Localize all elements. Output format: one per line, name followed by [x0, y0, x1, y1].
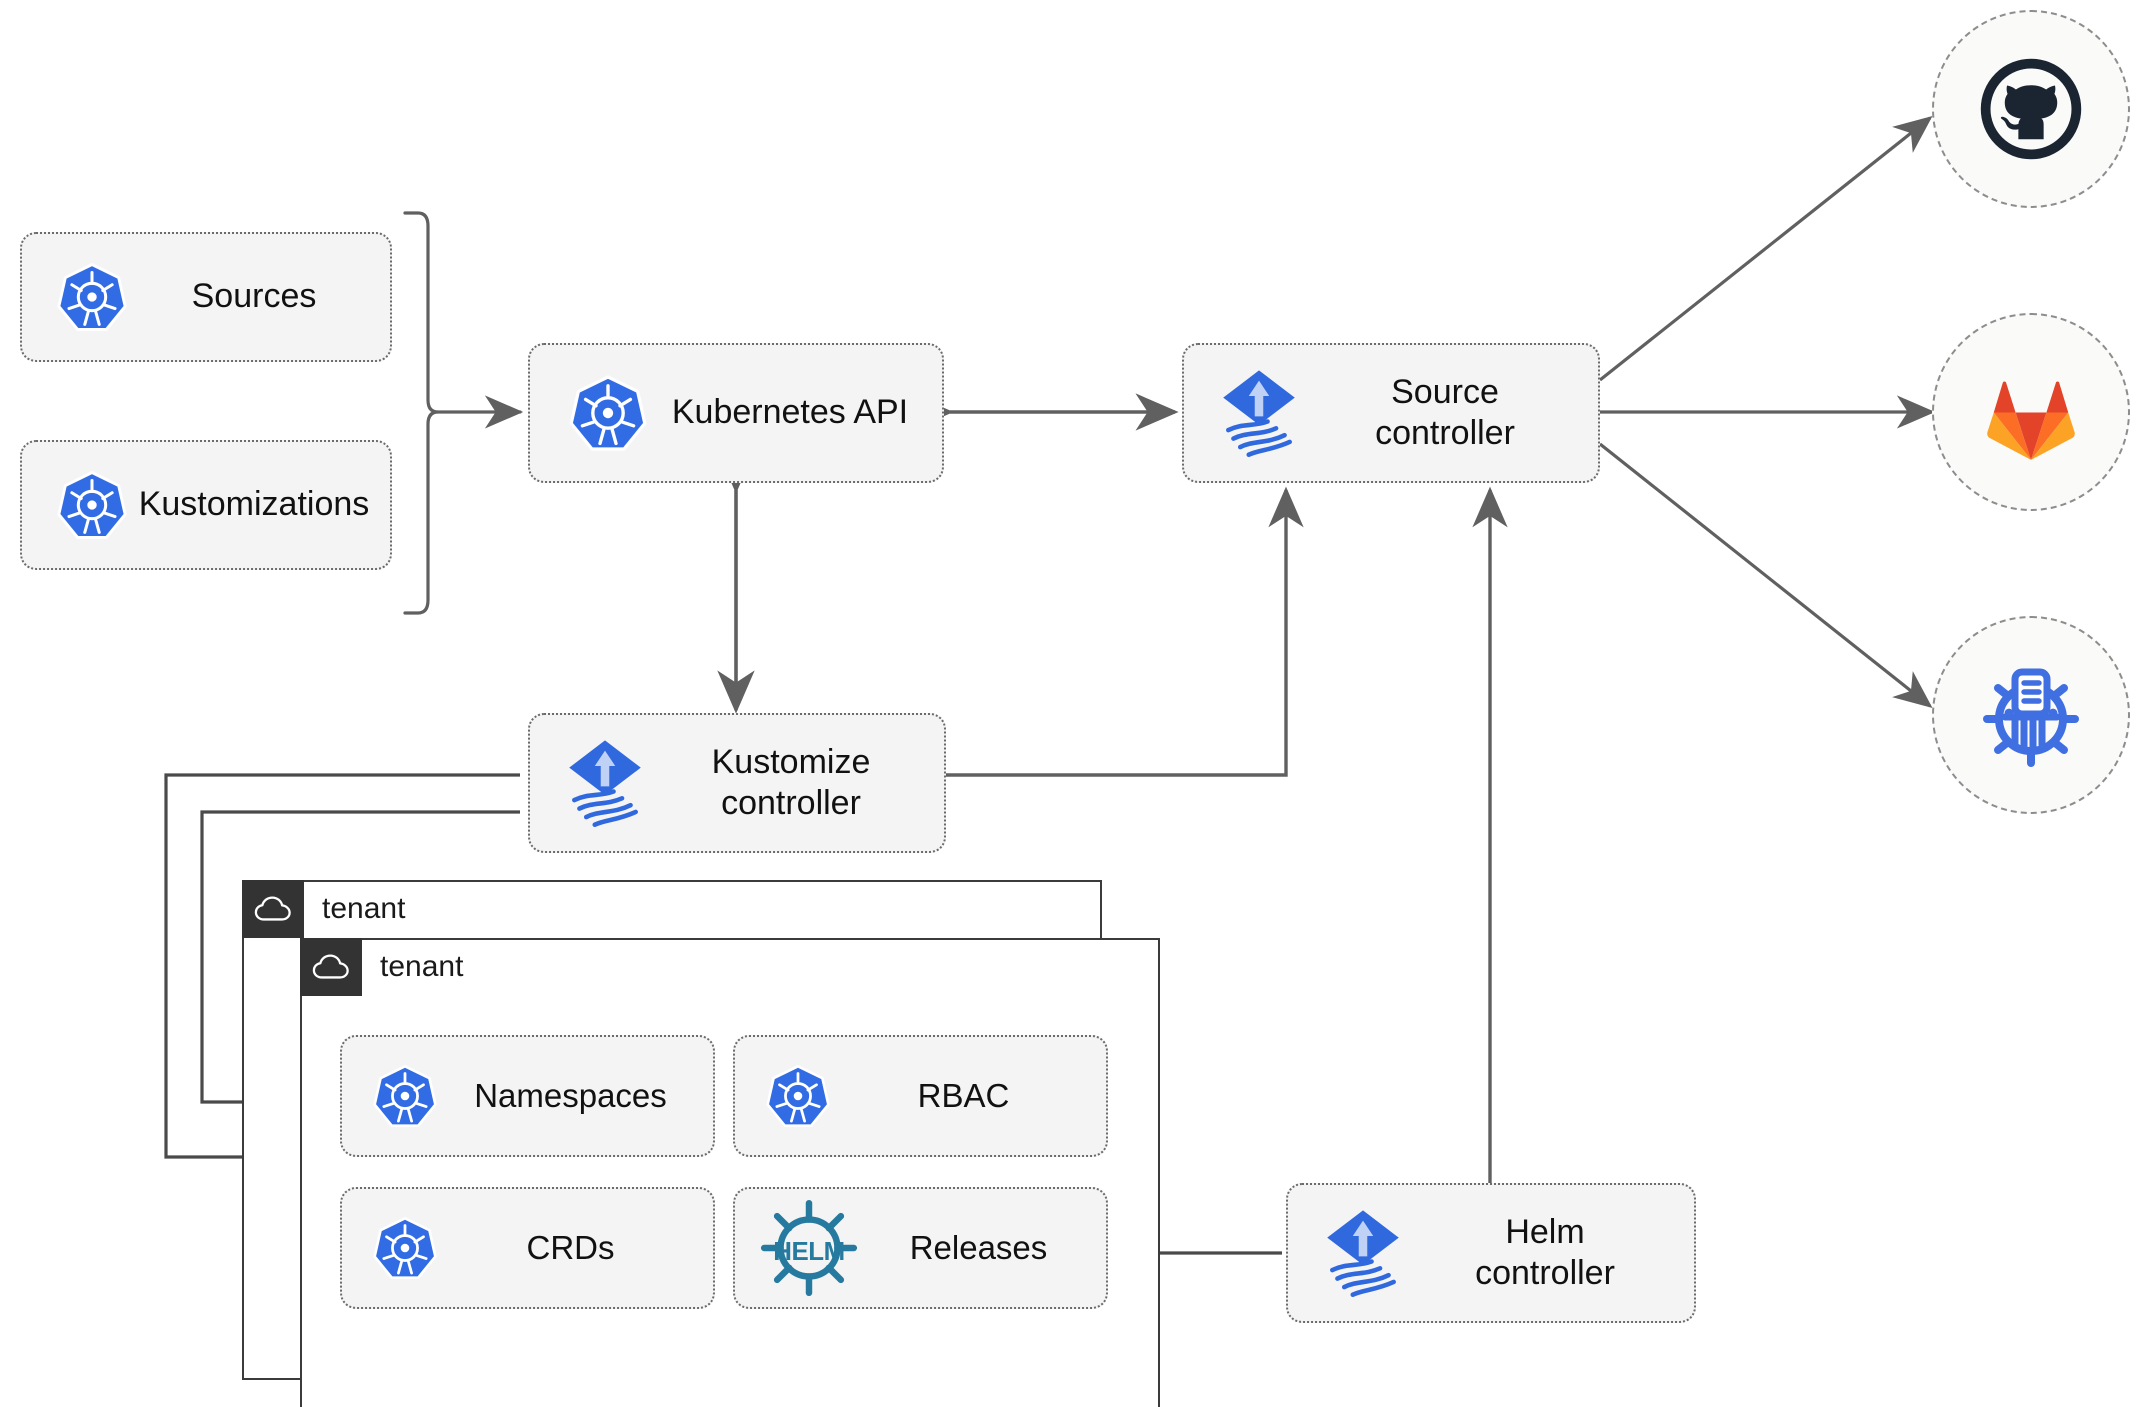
node-sources[interactable]: Sources — [20, 232, 392, 362]
kubernetes-icon — [765, 1063, 831, 1129]
helm-repository-icon — [1983, 668, 2079, 767]
kubernetes-icon — [372, 1215, 438, 1281]
node-source-controller[interactable]: Source controller — [1182, 343, 1600, 483]
node-crds-label: CRDs — [526, 1228, 615, 1266]
provider-github[interactable] — [1932, 10, 2130, 208]
svg-text:HELM: HELM — [773, 1238, 845, 1266]
github-icon — [1980, 58, 2082, 160]
flux-icon — [562, 737, 648, 829]
node-namespaces[interactable]: Namespaces — [340, 1035, 715, 1157]
gitlab-icon — [1987, 381, 2075, 460]
node-helm-controller[interactable]: Helm controller — [1286, 1183, 1696, 1323]
kubernetes-icon — [56, 261, 128, 333]
node-kustomize-controller-label: Kustomize controller — [711, 742, 871, 822]
node-kustomizations[interactable]: Kustomizations — [20, 440, 392, 570]
tenant-label-outer: tenant — [322, 891, 406, 925]
cloud-icon — [312, 953, 349, 979]
helm-icon: HELM — [757, 1198, 861, 1298]
flux-icon — [1320, 1207, 1406, 1299]
tenant-label-inner: tenant — [380, 949, 464, 983]
node-namespaces-label: Namespaces — [474, 1076, 667, 1114]
node-helm-controller-label: Helm controller — [1475, 1212, 1615, 1292]
tenant-container-inner: tenant — [299, 937, 1160, 1407]
node-releases[interactable]: HELM Releases — [733, 1187, 1108, 1309]
tenant-tab-icon-outer — [241, 879, 304, 938]
kubernetes-icon — [568, 373, 648, 453]
node-rbac-label: RBAC — [917, 1076, 1010, 1114]
node-kubernetes-api[interactable]: Kubernetes API — [528, 343, 944, 483]
node-kustomizations-label: Kustomizations — [138, 485, 370, 524]
node-source-controller-label: Source controller — [1375, 372, 1515, 452]
cloud-icon — [254, 895, 291, 921]
flux-icon — [1216, 367, 1302, 459]
node-releases-label: Releases — [909, 1228, 1048, 1266]
node-kubernetes-api-label: Kubernetes API — [671, 393, 909, 432]
node-kustomize-controller[interactable]: Kustomize controller — [528, 713, 946, 853]
kubernetes-icon — [56, 469, 128, 541]
node-sources-label: Sources — [191, 277, 317, 316]
node-crds[interactable]: CRDs — [340, 1187, 715, 1309]
node-rbac[interactable]: RBAC — [733, 1035, 1108, 1157]
tenant-tab-icon-inner — [299, 937, 362, 996]
provider-helm-repository[interactable] — [1932, 616, 2130, 814]
provider-gitlab[interactable] — [1932, 313, 2130, 511]
kubernetes-icon — [372, 1063, 438, 1129]
